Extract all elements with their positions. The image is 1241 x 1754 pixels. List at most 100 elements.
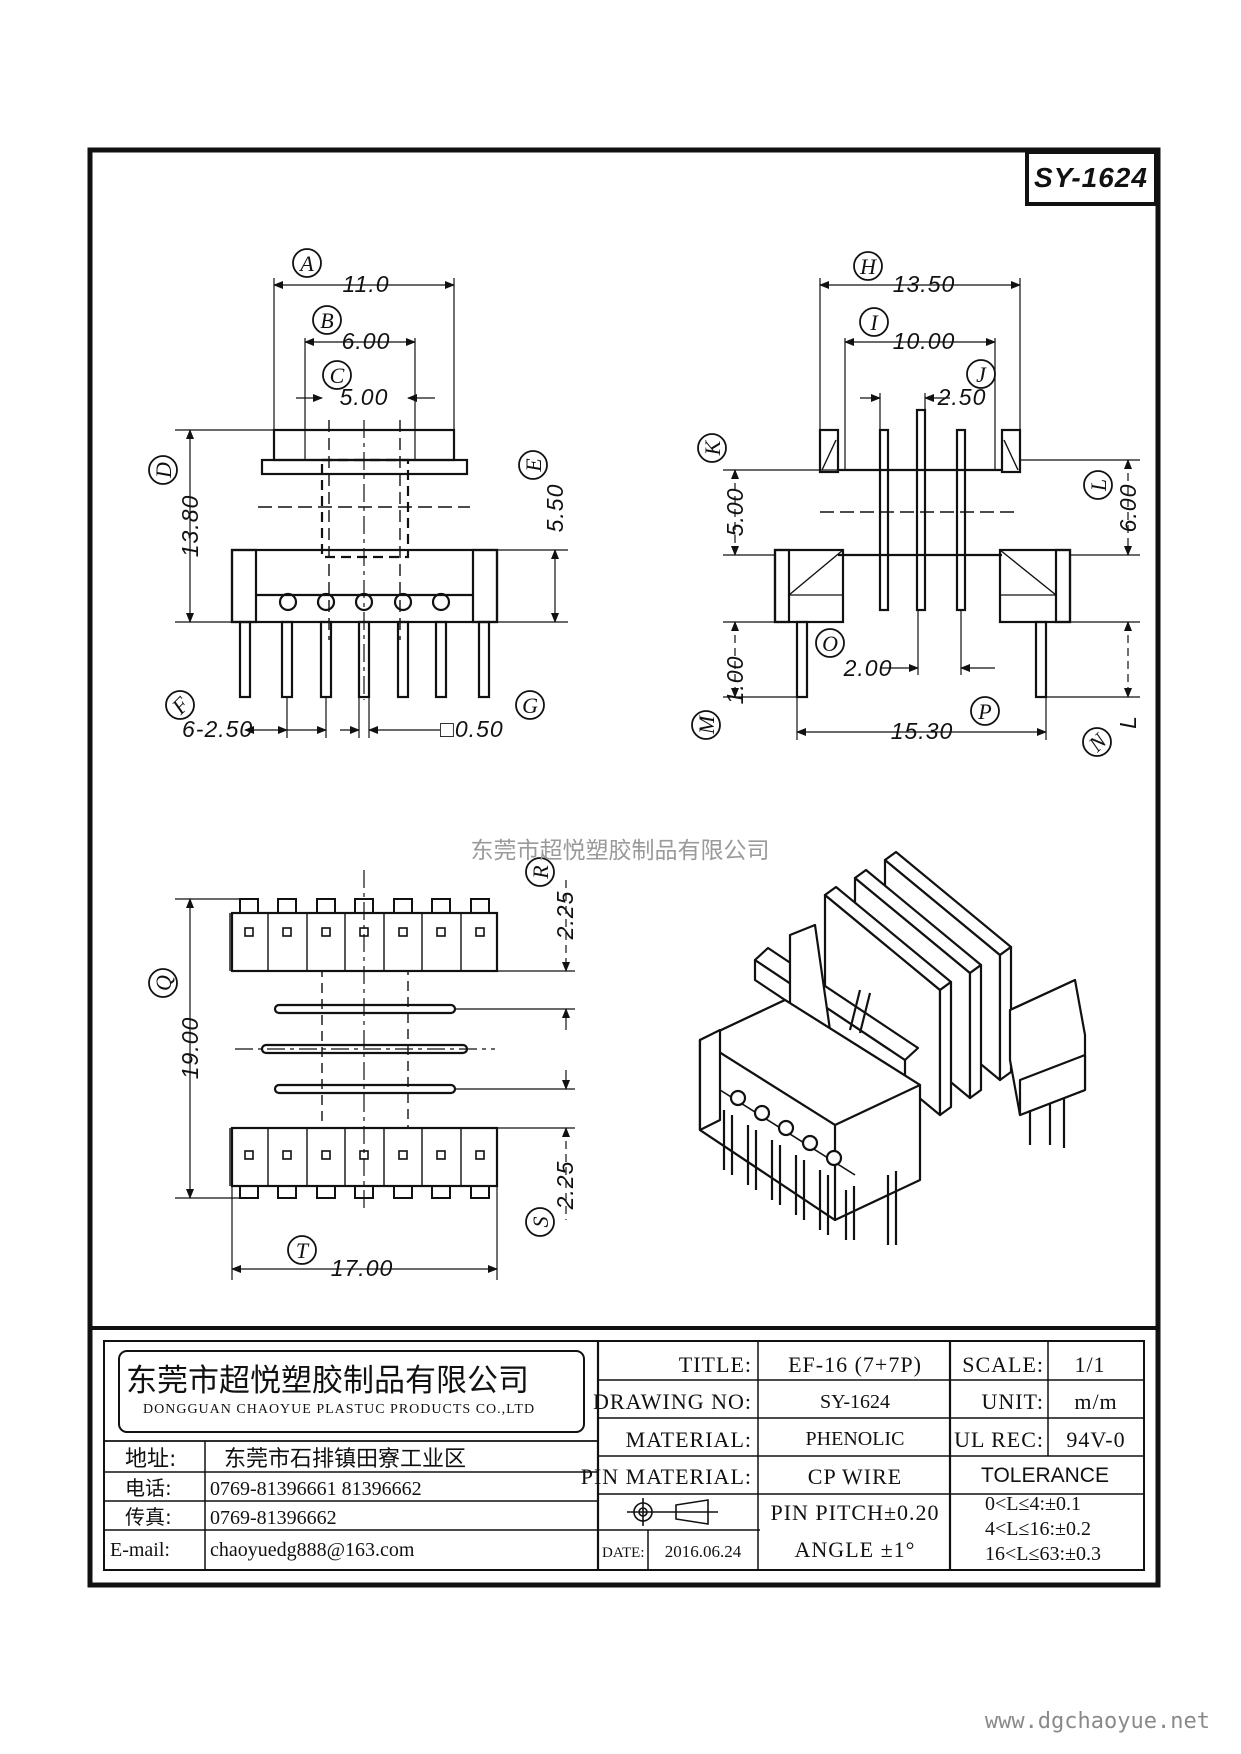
dim-label-m: M bbox=[691, 710, 721, 740]
dim-label-a: A bbox=[292, 248, 322, 278]
material-label: MATERIAL: bbox=[626, 1427, 752, 1452]
dim-d-value: 13.80 bbox=[177, 495, 203, 558]
bottom-view-pins bbox=[229, 898, 490, 1199]
date-label: DATE: bbox=[602, 1545, 645, 1561]
pin-square-bottom bbox=[398, 1150, 408, 1160]
tolerance-range-2: 4<L≤16:±0.2 bbox=[985, 1518, 1091, 1540]
dim-label-b: B bbox=[312, 305, 342, 335]
dim-f-value: 6-2.50 bbox=[182, 716, 253, 742]
drawing-code: SY-1624 bbox=[1034, 162, 1148, 193]
address-value: 东莞市石排镇田寮工业区 bbox=[224, 1447, 466, 1472]
ul-rec-value: 94V-0 bbox=[1066, 1427, 1125, 1452]
pin-square-top bbox=[359, 927, 369, 937]
dim-label-r: R bbox=[525, 857, 555, 887]
dim-label-h: H bbox=[853, 251, 883, 281]
pin-material-label: PIN MATERIAL: bbox=[581, 1464, 752, 1489]
dim-h-value: 13.50 bbox=[893, 271, 956, 297]
title-block bbox=[90, 1326, 1158, 1571]
pin-tab-bottom bbox=[316, 1185, 336, 1199]
svg-text:Q: Q bbox=[151, 975, 176, 991]
scale-value: 1/1 bbox=[1074, 1352, 1105, 1377]
isometric-view bbox=[698, 850, 1087, 1245]
pin-square-top bbox=[398, 927, 408, 937]
dim-label-g: G bbox=[515, 690, 545, 720]
dim-label-c: C bbox=[322, 360, 352, 390]
dim-label-l: L bbox=[1083, 470, 1113, 500]
svg-text:T: T bbox=[296, 1238, 310, 1263]
svg-text:J: J bbox=[976, 362, 987, 387]
fax-label: 传真: bbox=[125, 1505, 172, 1529]
watermark-text: 东莞市超悦塑胶制品有限公司 bbox=[471, 838, 770, 864]
pin-square-top bbox=[244, 927, 254, 937]
pin-square-bottom bbox=[321, 1150, 331, 1160]
title-block-text: 东莞市超悦塑胶制品有限公司 DONGGUAN CHAOYUE PLASTUC P… bbox=[110, 1352, 1125, 1565]
dim-label-d: D bbox=[148, 455, 178, 485]
bottom-view bbox=[175, 870, 575, 1280]
pin-square-bottom bbox=[436, 1150, 446, 1160]
svg-text:O: O bbox=[822, 631, 838, 656]
drawing-frame bbox=[87, 147, 1161, 1588]
pin-square-bottom bbox=[244, 1150, 254, 1160]
pin-square-bottom bbox=[359, 1150, 369, 1160]
drawing-no-value: SY-1624 bbox=[820, 1391, 890, 1413]
dim-label-k: K bbox=[697, 433, 727, 463]
dim-q-value: 19.00 bbox=[177, 1017, 203, 1080]
dim-m-value: 1.00 bbox=[722, 656, 748, 705]
dim-label-p: P bbox=[970, 696, 1000, 726]
dim-label-j: J bbox=[966, 359, 996, 389]
company-name-cn: 东莞市超悦塑胶制品有限公司 bbox=[126, 1363, 529, 1399]
dim-label-e: E bbox=[518, 450, 548, 480]
front-view-labels: 11.0 6.00 5.00 13.80 5.50 6-2.50 □0.50 bbox=[177, 271, 568, 742]
drawing-no-label: DRAWING NO: bbox=[593, 1389, 752, 1414]
dim-o-value: 2.00 bbox=[843, 655, 893, 681]
title-value: EF-16 (7+7P) bbox=[788, 1352, 922, 1377]
svg-text:A: A bbox=[298, 251, 314, 276]
svg-text:K: K bbox=[700, 439, 725, 456]
side-view bbox=[723, 278, 1140, 740]
svg-text:L: L bbox=[1086, 479, 1111, 492]
pin-tab-bottom bbox=[239, 1185, 259, 1199]
dim-label-o: O bbox=[815, 628, 845, 658]
email-value: chaoyuedg888@163.com bbox=[210, 1539, 415, 1561]
scale-label: SCALE: bbox=[962, 1352, 1044, 1377]
pin-material-value: CP WIRE bbox=[808, 1464, 902, 1489]
dim-l-value: 6.00 bbox=[1115, 484, 1141, 533]
dim-label-t: T bbox=[287, 1235, 317, 1265]
dim-b-value: 6.00 bbox=[342, 328, 391, 354]
dim-c-value: 5.00 bbox=[340, 384, 389, 410]
address-label: 地址: bbox=[125, 1447, 176, 1472]
svg-text:P: P bbox=[977, 699, 991, 724]
svg-text:C: C bbox=[330, 363, 345, 388]
dim-t-value: 17.00 bbox=[331, 1255, 394, 1281]
svg-text:I: I bbox=[869, 310, 879, 335]
website-url: www.dgchaoyue.net bbox=[985, 1709, 1210, 1734]
title-label: TITLE: bbox=[679, 1352, 752, 1377]
pin-tab-top bbox=[431, 898, 451, 914]
pin-tab-bottom bbox=[354, 1185, 374, 1199]
dim-n-value: L bbox=[1115, 715, 1141, 729]
company-name-en: DONGGUAN CHAOYUE PLASTUC PRODUCTS CO.,LT… bbox=[143, 1402, 535, 1417]
svg-text:S: S bbox=[528, 1217, 553, 1228]
tolerance-label: TOLERANCE bbox=[981, 1464, 1109, 1487]
pin-tab-top bbox=[277, 898, 297, 914]
pin-tab-top bbox=[239, 898, 259, 914]
pin-tab-top bbox=[354, 898, 374, 914]
pin-square-top bbox=[321, 927, 331, 937]
dim-i-value: 10.00 bbox=[893, 328, 956, 354]
tolerance-range-3: 16<L≤63:±0.3 bbox=[985, 1543, 1101, 1565]
pin-square-top bbox=[436, 927, 446, 937]
dim-e-value: 5.50 bbox=[542, 484, 568, 533]
pin-tab-top bbox=[316, 898, 336, 914]
tel-value: 0769-81396661 81396662 bbox=[210, 1478, 422, 1500]
pin-square-bottom bbox=[475, 1150, 485, 1160]
svg-text:D: D bbox=[151, 462, 176, 479]
front-view bbox=[175, 278, 568, 738]
dim-s-value: 2.25 bbox=[552, 1161, 578, 1211]
ul-rec-label: UL REC: bbox=[954, 1427, 1044, 1452]
pin-pitch-tolerance: PIN PITCH±0.20 bbox=[770, 1500, 939, 1525]
unit-value: m/m bbox=[1074, 1389, 1117, 1414]
fax-value: 0769-81396662 bbox=[210, 1507, 337, 1529]
dim-p-value: 15.30 bbox=[891, 718, 954, 744]
